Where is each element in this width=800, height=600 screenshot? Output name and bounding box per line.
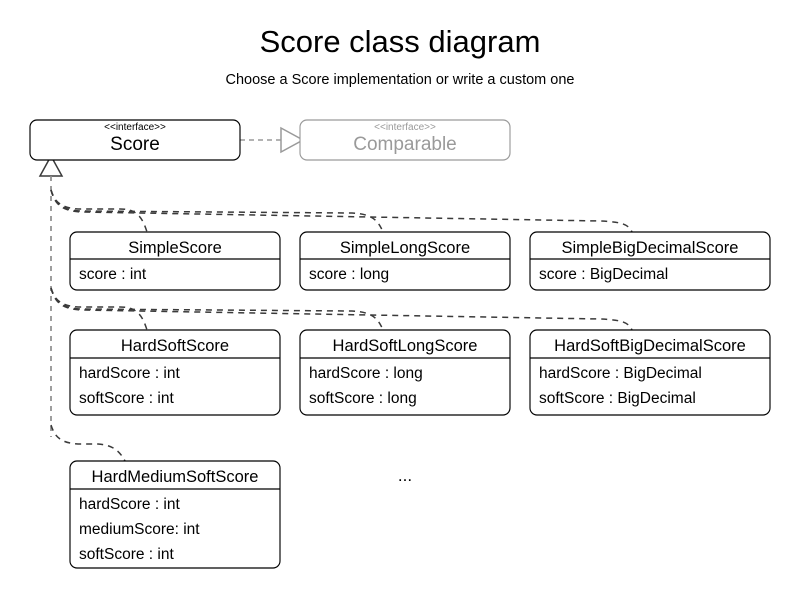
class-attribute: hardScore : long bbox=[309, 365, 423, 382]
class-attribute: score : int bbox=[79, 266, 147, 283]
class-attribute: mediumScore: int bbox=[79, 521, 200, 538]
class-attribute: hardScore : BigDecimal bbox=[539, 365, 702, 382]
branch-to-simple-long-score bbox=[50, 189, 384, 233]
interface-score-name: Score bbox=[110, 134, 160, 155]
interface-box-score-rect bbox=[29, 119, 241, 161]
class-box-simple-long-score[interactable]: SimpleLongScore score : long bbox=[299, 231, 511, 291]
page-subtitle: Choose a Score implementation or write a… bbox=[226, 72, 575, 88]
interface-box-score[interactable]: <<interface>> Score bbox=[29, 119, 241, 161]
realization-score-to-comparable bbox=[240, 126, 305, 154]
interface-box-comparable[interactable]: <<interface>> Comparable bbox=[299, 119, 511, 161]
class-attribute: score : BigDecimal bbox=[539, 266, 668, 283]
class-name-hard-medium-soft-score: HardMediumSoftScore bbox=[92, 468, 259, 486]
page-title: Score class diagram bbox=[260, 24, 541, 59]
class-box-hard-soft-score-rect bbox=[69, 329, 281, 416]
class-box-hard-soft-big-decimal-score[interactable]: HardSoftBigDecimalScore hardScore : BigD… bbox=[529, 329, 771, 416]
class-box-hard-soft-long-score-rect bbox=[299, 329, 511, 416]
class-name-simple-big-decimal-score: SimpleBigDecimalScore bbox=[562, 239, 739, 257]
realization-hollow-triangle-icon bbox=[280, 126, 305, 154]
class-box-hard-soft-long-score[interactable]: HardSoftLongScore hardScore : long softS… bbox=[299, 329, 511, 416]
class-box-hard-medium-soft-score-rect bbox=[69, 460, 281, 569]
class-name-hard-soft-big-decimal-score: HardSoftBigDecimalScore bbox=[554, 337, 746, 355]
class-attribute: softScore : int bbox=[79, 546, 174, 563]
class-name-hard-soft-score: HardSoftScore bbox=[121, 337, 229, 355]
class-box-hard-soft-score[interactable]: HardSoftScore hardScore : int softScore … bbox=[69, 329, 281, 416]
interface-comparable-stereotype: <<interface>> bbox=[374, 122, 436, 133]
branch-to-hard-soft-big-decimal-score bbox=[50, 287, 633, 331]
class-attribute: score : long bbox=[309, 266, 389, 283]
more-implementations-ellipsis: ... bbox=[398, 466, 412, 485]
interface-box-comparable-rect bbox=[299, 119, 511, 161]
generalization-branches-row-2 bbox=[50, 287, 633, 331]
class-box-simple-score[interactable]: SimpleScore score : int bbox=[69, 231, 281, 291]
interface-score-stereotype: <<interface>> bbox=[104, 122, 166, 133]
class-box-hard-soft-big-decimal-score-rect bbox=[529, 329, 771, 416]
class-attribute: hardScore : int bbox=[79, 496, 180, 513]
interface-comparable-name: Comparable bbox=[353, 134, 457, 155]
class-attribute: hardScore : int bbox=[79, 365, 180, 382]
branch-to-simple-big-decimal-score bbox=[50, 189, 633, 233]
class-box-hard-medium-soft-score[interactable]: HardMediumSoftScore hardScore : int medi… bbox=[69, 460, 281, 569]
class-box-simple-long-score-rect bbox=[299, 231, 511, 291]
class-name-simple-long-score: SimpleLongScore bbox=[340, 239, 470, 257]
class-box-simple-score-rect bbox=[69, 231, 281, 291]
class-attribute: softScore : int bbox=[79, 390, 174, 407]
class-box-simple-big-decimal-score-rect bbox=[529, 231, 771, 291]
class-name-hard-soft-long-score: HardSoftLongScore bbox=[333, 337, 478, 355]
class-box-simple-big-decimal-score[interactable]: SimpleBigDecimalScore score : BigDecimal bbox=[529, 231, 771, 291]
branch-to-hard-soft-long-score bbox=[50, 287, 384, 331]
generalization-branches-row-1 bbox=[50, 189, 633, 233]
branch-to-hard-medium-soft-score bbox=[50, 424, 126, 462]
class-attribute: softScore : BigDecimal bbox=[539, 390, 696, 407]
class-attribute: softScore : long bbox=[309, 390, 417, 407]
class-name-simple-score: SimpleScore bbox=[128, 239, 222, 257]
